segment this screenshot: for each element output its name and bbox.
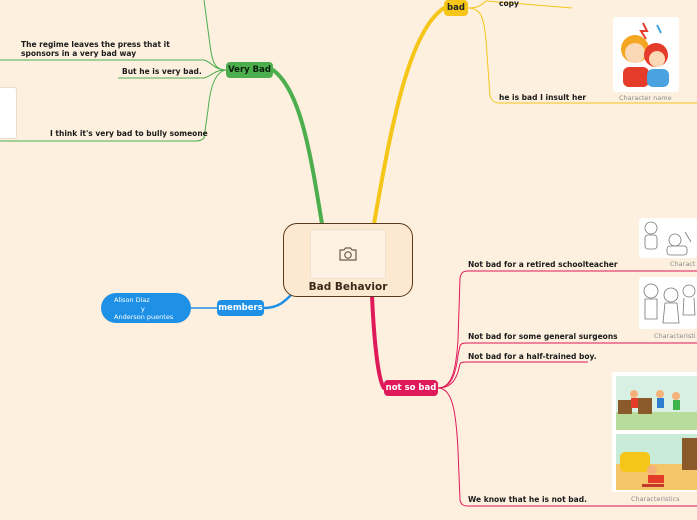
topic-very-bad[interactable]: Very Bad xyxy=(226,62,273,78)
link-very-bad xyxy=(271,68,324,226)
children-sketch-illustration xyxy=(639,218,697,258)
topic-not-so-bad[interactable]: not so bad xyxy=(384,380,438,396)
topic-members-label: members xyxy=(218,303,263,313)
topic-members[interactable]: members xyxy=(217,300,264,316)
bad-image-caption: Character name xyxy=(619,94,672,102)
member-name-2: Anderson puentes xyxy=(114,313,174,321)
not-so-bad-item-surgeons[interactable]: Not bad for some general surgeons xyxy=(468,332,618,341)
central-topic[interactable]: Bad Behavior xyxy=(283,223,413,297)
camera-icon xyxy=(339,247,357,261)
link-not-so-bad xyxy=(370,294,386,390)
topic-not-so-bad-label: not so bad xyxy=(385,383,437,393)
central-image-placeholder xyxy=(310,229,386,279)
topic-bad[interactable]: bad xyxy=(444,0,468,16)
member-name-1: Alison Díaz xyxy=(114,296,150,304)
not-so-bad-item-boy[interactable]: Not bad for a half-trained boy. xyxy=(468,352,597,361)
topic-bad-label: bad xyxy=(447,3,465,13)
classroom-image[interactable] xyxy=(612,372,697,492)
classroom-scenes-illustration xyxy=(612,372,697,492)
very-bad-item-he[interactable]: But he is very bad. xyxy=(122,67,202,76)
very-bad-image-placeholder[interactable] xyxy=(0,87,17,139)
very-bad-item-bully[interactable]: I think it's very bad to bully someone xyxy=(50,129,208,138)
sketch-image-1-caption: Charact xyxy=(670,260,696,268)
bad-character-image[interactable] xyxy=(613,17,679,92)
central-topic-title: Bad Behavior xyxy=(308,281,388,293)
bad-item-insult[interactable]: he is bad I insult her xyxy=(499,93,587,102)
angry-children-illustration xyxy=(613,17,679,92)
link-bad xyxy=(372,6,446,226)
not-so-bad-item-know[interactable]: We know that he is not bad. xyxy=(468,495,587,504)
topic-very-bad-label: Very Bad xyxy=(228,65,271,75)
very-bad-item-regime[interactable]: The regime leaves the press that it spon… xyxy=(21,40,170,58)
children-fight-sketch xyxy=(639,277,697,329)
not-so-bad-item-teacher[interactable]: Not bad for a retired schoolteacher xyxy=(468,260,618,269)
member-conjunction: y xyxy=(141,304,145,313)
sketch-image-2-caption: Characteristi xyxy=(654,332,696,340)
sketch-image-2[interactable] xyxy=(639,277,697,329)
sketch-image-1[interactable] xyxy=(639,218,697,258)
members-names-box[interactable]: Alison Díaz y Anderson puentes xyxy=(101,293,191,323)
classroom-image-caption: Characteristics xyxy=(631,495,680,503)
bad-item-copy[interactable]: copy xyxy=(499,0,519,8)
